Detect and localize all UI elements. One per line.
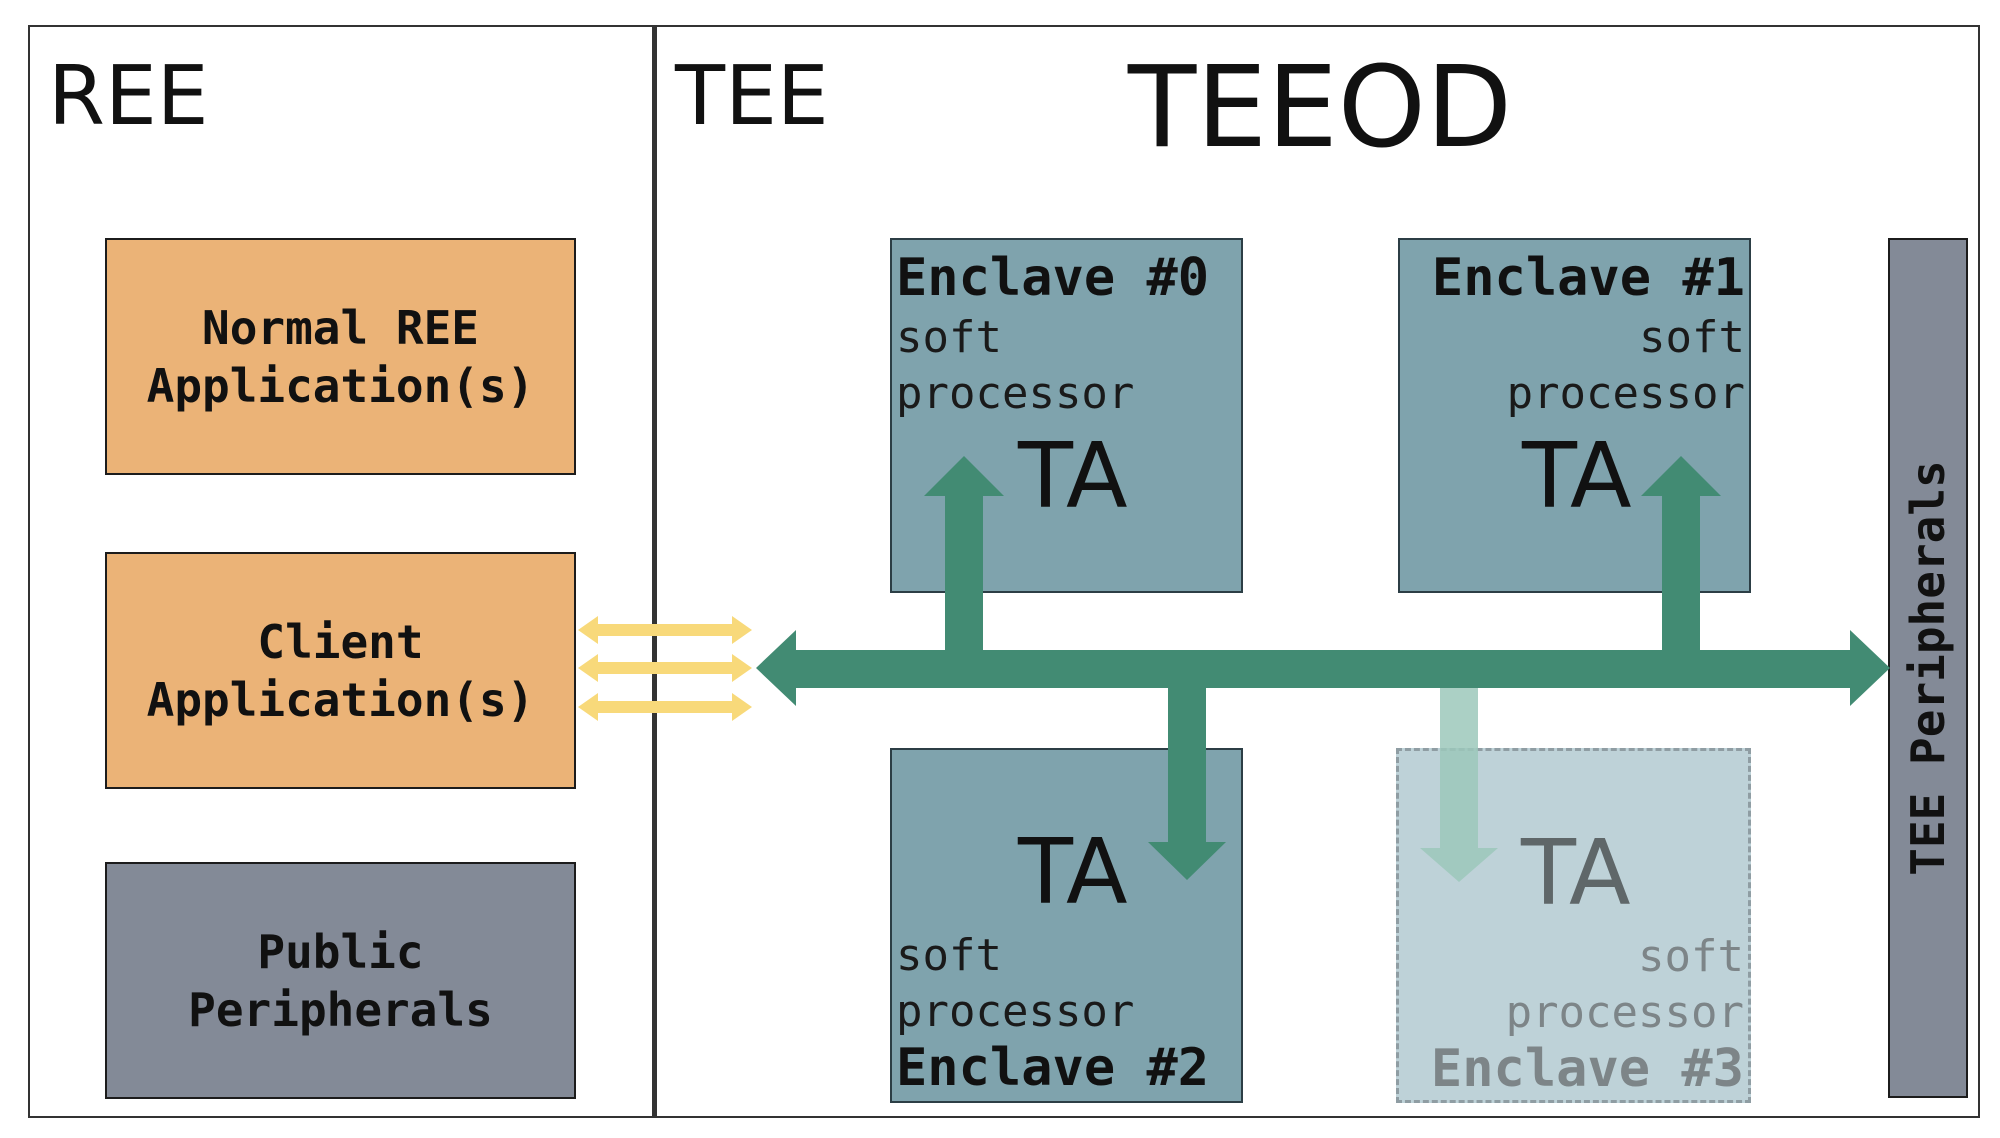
enclave-1-soft: soft — [1639, 312, 1745, 363]
enclave-3-processor: processor — [1505, 987, 1744, 1038]
public-peripherals-box: Public Peripherals — [105, 862, 576, 1099]
enclave-0-label: Enclave #0 — [896, 248, 1210, 308]
bus-arrow-enclave-2 — [1148, 688, 1226, 880]
normal-ree-app-line1: Normal REE — [202, 300, 479, 355]
tee-peripherals-bar — [1888, 238, 1968, 1098]
enclave-0-soft: soft — [896, 312, 1002, 363]
client-app-box: Client Application(s) — [105, 552, 576, 789]
ree-label: REE — [48, 49, 209, 144]
tee-label: TEE — [675, 49, 829, 144]
enclave-1-label: Enclave #1 — [1431, 248, 1745, 308]
enclave-3-ta: TA — [1521, 821, 1631, 926]
client-app-line1: Client — [257, 614, 424, 669]
normal-ree-app-box: Normal REE Application(s) — [105, 238, 576, 475]
tee-region — [652, 25, 1980, 1118]
enclave-3-label: Enclave #3 — [1430, 1039, 1744, 1099]
enclave-2-soft: soft — [896, 930, 1002, 981]
yellow-link-arrow-1 — [578, 616, 752, 644]
normal-ree-app-line2: Application(s) — [146, 358, 535, 413]
enclave-0-ta: TA — [1018, 424, 1128, 529]
enclave-3-soft: soft — [1638, 931, 1744, 982]
enclave-0-processor: processor — [896, 368, 1135, 419]
public-peripherals-line1: Public — [257, 924, 424, 979]
yellow-link-arrow-2 — [578, 654, 752, 682]
main-bus-arrow — [756, 630, 1890, 706]
enclave-3-box: TA soft processor Enclave #3 — [1396, 748, 1751, 1103]
enclave-2-ta: TA — [1018, 820, 1128, 925]
page-title: TEEOD — [1127, 43, 1513, 173]
bus-arrow-enclave-1 — [1641, 456, 1721, 650]
ghost-arrow-enclave-3 — [1420, 688, 1498, 882]
yellow-link-arrows — [578, 616, 752, 721]
enclave-1-processor: processor — [1506, 368, 1745, 419]
yellow-link-arrow-3 — [578, 693, 752, 721]
enclave-1-ta: TA — [1522, 424, 1632, 529]
client-app-line2: Application(s) — [146, 672, 535, 727]
bus-arrow-enclave-0 — [924, 456, 1004, 650]
public-peripherals-line2: Peripherals — [188, 982, 493, 1037]
enclave-2-processor: processor — [896, 986, 1135, 1037]
enclave-2-label: Enclave #2 — [896, 1038, 1210, 1098]
